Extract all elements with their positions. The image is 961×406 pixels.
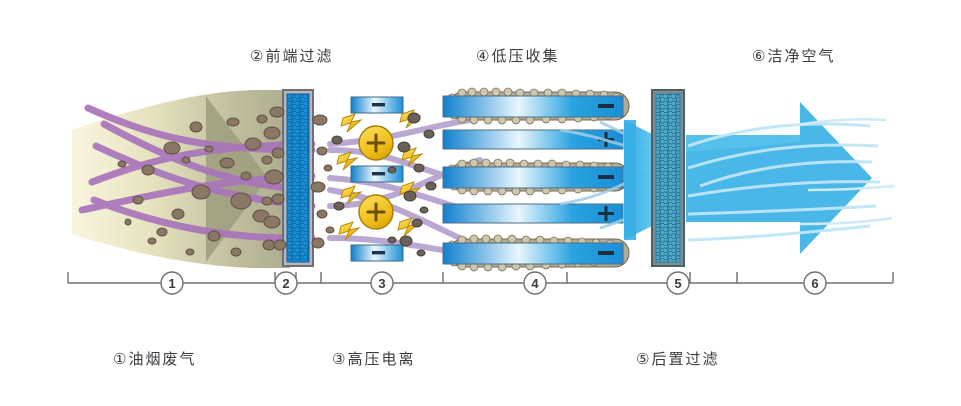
ionizer-plate-1	[350, 96, 404, 114]
stage2-front-end-filter	[282, 89, 314, 267]
filter-clogged-particles	[261, 106, 335, 251]
scale-number-5: 5	[674, 276, 681, 291]
collected-air-block	[624, 120, 652, 240]
scale-number-2: 2	[282, 276, 289, 291]
label-stage-5-text: 后置过滤	[651, 350, 720, 368]
fume-particles	[117, 114, 276, 257]
collection-plate-negative-2	[442, 166, 624, 189]
label-stage-4-marker: ④	[476, 47, 492, 65]
stage5-rear-filter	[651, 89, 685, 267]
clean-air-outer-streaks	[789, 118, 895, 226]
scale-number-4: 4	[531, 276, 539, 291]
collection-plates	[442, 95, 624, 265]
ionizer-nodes	[358, 125, 394, 230]
label-stage-6-text: 洁净空气	[767, 47, 836, 65]
collection-plate-positive-1	[442, 129, 624, 150]
label-stage-6: ⑥洁净空气	[752, 45, 835, 66]
scale-number-6: 6	[811, 276, 818, 291]
label-stage-2-text: 前端过滤	[265, 47, 334, 65]
label-stage-2: ②前端过滤	[250, 45, 333, 66]
label-stage-1: ①油烟废气	[113, 348, 196, 369]
label-stage-4-text: 低压收集	[491, 47, 560, 65]
label-stage-6-marker: ⑥	[752, 47, 768, 65]
label-stage-3-marker: ③	[332, 350, 348, 368]
label-stage-5-marker: ⑤	[636, 350, 652, 368]
collection-plate-negative-1	[442, 95, 624, 118]
collection-plate-negative-3	[442, 242, 624, 265]
scale-number-3: 3	[378, 276, 385, 291]
label-stage-5: ⑤后置过滤	[636, 348, 719, 369]
scale-segment-markers	[160, 271, 827, 295]
collection-plate-positive-2	[442, 203, 624, 224]
label-stage-4: ④低压收集	[476, 45, 559, 66]
label-stage-1-text: 油烟废气	[128, 350, 197, 368]
scale-number-1: 1	[168, 276, 175, 291]
label-stage-2-marker: ②	[250, 47, 266, 65]
ionizer-plate-3	[350, 244, 404, 262]
stage-scale-bar	[67, 272, 894, 284]
label-stage-3-text: 高压电离	[347, 350, 416, 368]
label-stage-1-marker: ①	[113, 350, 129, 368]
clean-air-streamlines	[687, 122, 881, 242]
label-stage-3: ③高压电离	[332, 348, 415, 369]
scale-segment-numbers: 1 2 3 4 5 6	[168, 276, 818, 291]
ionized-particles	[331, 112, 437, 257]
